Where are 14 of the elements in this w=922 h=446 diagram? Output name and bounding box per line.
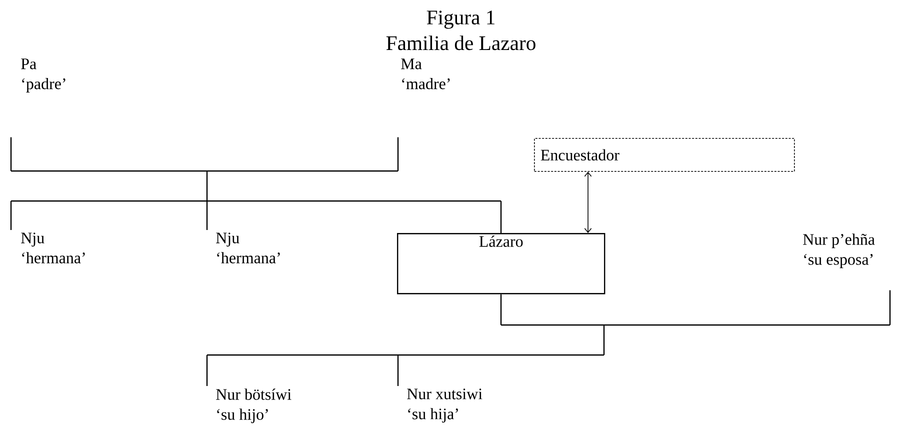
kin-label: Nur xutsiwi ‘su hija’ — [407, 388, 482, 423]
person-box: Lázaro — [397, 233, 606, 294]
arrow — [584, 172, 592, 233]
kin-label: Nur p’ehña ‘su esposa’ — [803, 234, 875, 268]
interviewer-box: Encuestador — [534, 138, 795, 172]
kin-label: Nju ‘hermana’ — [21, 232, 85, 264]
kin-label: Ma ‘madre’ — [401, 58, 450, 90]
kin-label: Nju ‘hermana’ — [216, 232, 280, 264]
kin-label: Pa ‘padre’ — [21, 58, 66, 92]
figure-subtitle: Familia de Lazaro — [386, 36, 536, 50]
family-tree-line — [10, 136, 502, 234]
family-tree-line — [206, 290, 891, 387]
figure-title: Figura 1 — [426, 10, 494, 29]
kin-label: Nur bötsíwi ‘su hijo’ — [216, 388, 292, 424]
